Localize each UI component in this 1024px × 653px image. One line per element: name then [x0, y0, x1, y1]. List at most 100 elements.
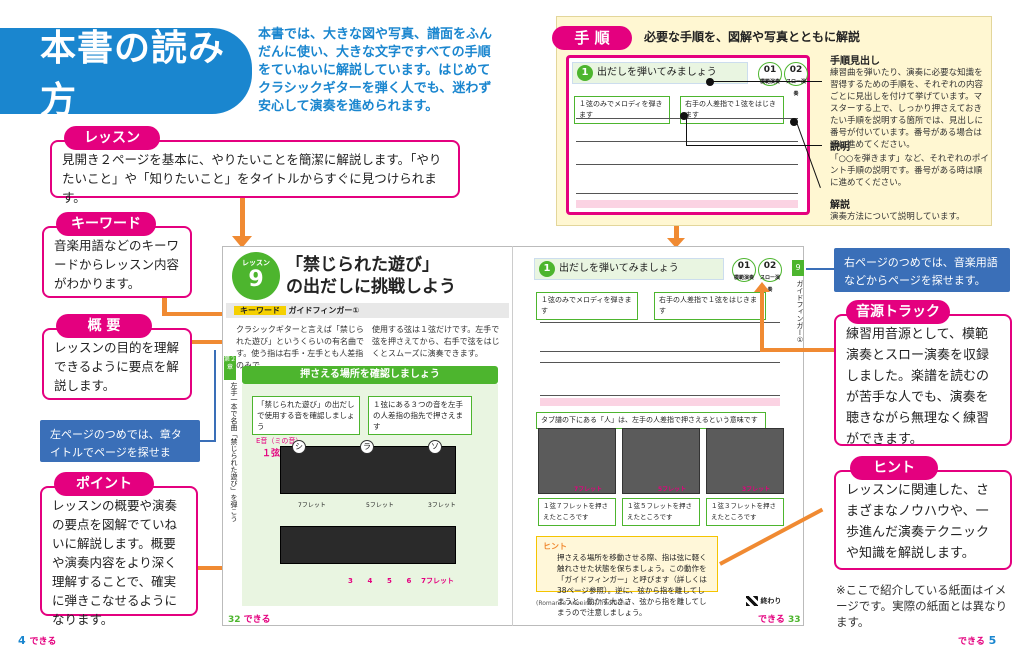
keyword-bar: キーワード ガイドフィンガー①	[226, 303, 509, 318]
fretboard-diagram-1	[280, 446, 456, 494]
string-label: E音（ミの音）	[256, 437, 303, 445]
string-name: １弦	[262, 449, 281, 459]
hint-label: ヒント	[850, 456, 938, 480]
track-callout-text: 練習用音源として、模範演奏とスロー演奏を収録しました。楽譜を読むのが苦手な人でも…	[846, 327, 990, 447]
book-music-staff	[540, 322, 780, 352]
note-so: ソ	[428, 440, 442, 454]
track-connector-h	[762, 348, 834, 352]
fret-marks-row: 3 4 5 6 7フレット	[348, 576, 454, 586]
book-box-1: １弦のみでメロディを弾きます	[536, 292, 638, 320]
step-number-icon: 1	[577, 65, 593, 81]
lesson-callout: 見開き２ページを基本に、やりたいことを簡潔に解説します。「やりたいこと」や「知り…	[50, 140, 460, 205]
lesson-label: レッスン	[64, 126, 160, 150]
footer-left: 4 できる	[18, 634, 57, 647]
overview-callout-text: レッスンの目的を理解できるように要点を解説します。	[54, 340, 180, 393]
photo-1	[538, 428, 616, 494]
chapter-tab: 第２章	[224, 356, 236, 380]
book-step-bar: 1 出だしを弾いてみましょう	[534, 258, 724, 280]
track-callout: 練習用音源として、模範演奏とスロー演奏を収録しました。楽譜を読むのが苦手な人でも…	[834, 314, 1012, 447]
steps-connector	[674, 226, 679, 240]
section-heading: 押さえる場所を確認しましょう	[242, 366, 498, 384]
anno-dot-2	[680, 112, 688, 120]
book-spine	[512, 246, 513, 626]
end-marker: 終わり	[746, 596, 781, 606]
book-body-right: 使用する弦は１弦だけです。左手で弦を押さえてから、右手で弦をはじくとスムーズに演…	[372, 325, 500, 358]
point-callout-text: レッスンの概要や演奏の要点を図解でていねいに解説します。概要や演奏内容をより深く…	[52, 498, 178, 627]
right-tab-note: 右ページのつめでは、音楽用語などからページを探せます。	[834, 248, 1010, 292]
anno-commentary: 解説 演奏方法について説明しています。	[830, 200, 965, 222]
note-ra: ラ	[360, 440, 374, 454]
steps-finger-row	[576, 200, 798, 208]
fretboard-diagram-2	[280, 526, 456, 564]
right-note-connector	[806, 268, 834, 270]
credit: (Romance Anonimo) Traditional	[536, 600, 631, 607]
fret-mark-4: 4	[367, 577, 373, 585]
anno-dot-1	[706, 78, 714, 86]
hint-callout-text: レッスンに関連した、さまざまなノウハウや、一歩進んだ演奏テクニックや知識を解説し…	[846, 483, 990, 561]
point-label: ポイント	[54, 472, 154, 496]
overview-label: 概 要	[56, 314, 152, 338]
keyword-connector	[162, 298, 167, 314]
left-note-connector-v	[214, 350, 216, 442]
section-box-b: １弦にある３つの音を左手の人差指の指先で押さえます	[368, 396, 472, 435]
steps-box-1: １弦のみでメロディを弾きます	[574, 96, 670, 124]
book-hint-text: 押さえる場所を移動させる際、指は弦に軽く触れさせた状態を保ちましょう。この動作を…	[557, 553, 707, 617]
fret-mark-6: 6	[406, 577, 412, 585]
keyword-bar-label: キーワード	[234, 306, 286, 315]
photo-3-caption: １弦３フレットを押さえたところです	[706, 498, 784, 526]
section-box-a: 「禁じられた遊び」の出だしで使用する音を確認しましょう	[252, 396, 360, 435]
photo-1-caption: １弦７フレットを押さえたところです	[538, 498, 616, 526]
fret-label-7: 7フレット	[298, 502, 326, 509]
note-si: シ	[292, 440, 306, 454]
photo-3	[706, 428, 784, 494]
point-connector	[198, 566, 228, 570]
anno-line-2	[686, 115, 687, 145]
overview-callout: レッスンの目的を理解できるように要点を解説します。	[42, 328, 192, 400]
left-tab-note: 左ページのつめでは、章タイトルでページを探せます。	[40, 420, 200, 477]
book-box-2: 右手の人差指で１弦をはじきます	[654, 292, 766, 320]
keyword-callout-text: 音楽用語などのキーワードからレッスン内容がわかります。	[54, 238, 180, 291]
photo-1-fret: 7フレット	[574, 486, 603, 493]
keyword-callout: 音楽用語などのキーワードからレッスン内容がわかります。	[42, 226, 192, 298]
left-note-connector	[200, 440, 216, 442]
intro-text: 本書では、大きな図や写真、譜面をふんだんに使い、大きな文字ですべての手順をていね…	[258, 27, 493, 114]
arrow-down-icon-2	[667, 238, 685, 248]
book-hint-label: ヒント	[543, 542, 567, 551]
book-finger-row	[540, 398, 780, 406]
arrow-down-icon	[232, 236, 252, 248]
point-callout: レッスンの概要や演奏の要点を図解でていねいに解説します。概要や演奏内容をより深く…	[40, 486, 198, 627]
book-step-number-icon: 1	[539, 261, 555, 277]
keyword-bar-text: ガイドフィンガー①	[288, 306, 360, 315]
fret-mark-7: 7フレット	[421, 577, 454, 585]
fret-mark-3: 3	[348, 577, 353, 585]
book-page-left: 32 できる	[228, 615, 271, 625]
steps-music-staff	[576, 118, 798, 142]
book-hint-box: ヒント 押さえる場所を移動させる際、指は弦に軽く触れさせた状態を保ちましょう。こ…	[536, 536, 718, 617]
book-body-left: クラシックギターと言えば「禁じられた遊び」というくらいの有名曲です。使う指は右手…	[236, 325, 364, 370]
book-step-title: 出だしを弾いてみましょう	[559, 263, 679, 274]
steps-box-2: 右手の人差指で１弦をはじきます	[680, 96, 784, 124]
keyword-label: キーワード	[56, 212, 156, 236]
photo-2-caption: １弦５フレットを押さえたところです	[622, 498, 700, 526]
lesson-connector	[240, 198, 245, 242]
arrow-up-icon	[754, 282, 770, 292]
anno-step-heading: 手順見出し 練習曲を弾いたり、演奏に必要な知識を習得するための手順を、それぞれの…	[830, 56, 984, 150]
track-connector-v	[760, 290, 764, 352]
lesson-callout-text: 見開き２ページを基本に、やりたいことを簡潔に解説します。「やりたいこと」や「知り…	[62, 152, 442, 205]
fret-label-5: 5フレット	[366, 502, 394, 509]
anno-dot-3	[790, 118, 798, 126]
anno-line-2h	[686, 145, 822, 146]
right-tab-number: 9	[792, 260, 804, 276]
steps-step-title: 出だしを弾いてみましょう	[597, 67, 717, 78]
steps-heading: 必要な手順を、図解や写真とともに解説	[644, 30, 861, 44]
footer-right: できる 5	[958, 634, 997, 647]
photo-2	[622, 428, 700, 494]
lesson-title: 「禁じられた遊び」 の出だしに挑戦しよう	[286, 255, 456, 297]
overview-connector	[192, 340, 222, 344]
checkered-flag-icon	[746, 596, 758, 606]
steps-step-bar: 1 出だしを弾いてみましょう	[572, 62, 748, 84]
